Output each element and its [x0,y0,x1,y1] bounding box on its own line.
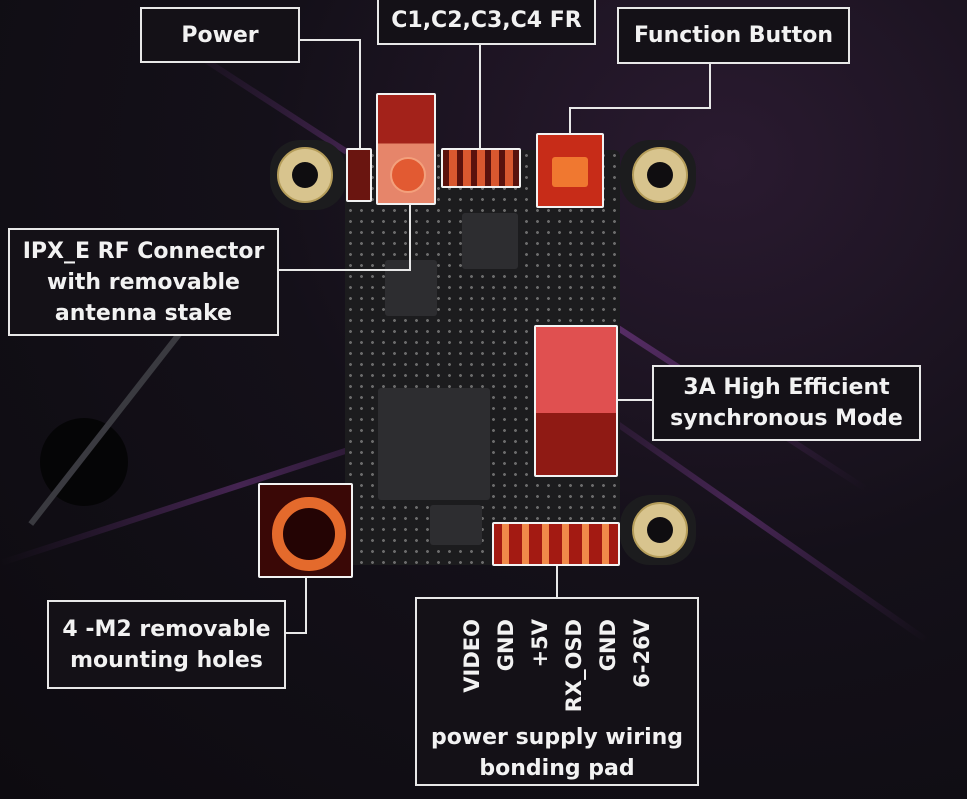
power-led-highlight [346,148,372,202]
pin-label: GND [596,619,620,672]
rf-connector-label: IPX_E RF Connector with removable antenn… [8,228,279,336]
wiring-pads-highlight [492,522,620,566]
pin-label: 6-26V [630,619,654,688]
wiring-pads-label: VIDEO GND +5V RX_OSD GND 6-26V power sup… [415,597,699,786]
mounting-label-line: mounting holes [70,647,263,673]
ipx-connector-icon [390,157,426,193]
pin-label: GND [494,619,518,672]
leader-line [305,578,307,634]
leader-line [278,269,411,271]
chip [430,505,482,545]
mounting-hole-highlight [258,483,353,578]
channel-leds-highlight [441,148,521,188]
leader-line [359,39,361,148]
leader-line [569,107,711,109]
rf-connector-highlight [376,93,436,205]
button-icon[interactable] [552,157,588,187]
pin-list: VIDEO GND +5V RX_OSD GND 6-26V [460,599,654,722]
main-chip [378,388,490,500]
pin-label: VIDEO [460,619,484,693]
regulator-label-line: 3A High Efficient [683,375,890,400]
power-label: Power [140,7,300,63]
pin-label: RX_OSD [562,619,586,713]
leader-line [556,566,558,597]
rf-connector-label-line: with removable [47,269,240,295]
mounting-hole [632,147,688,203]
regulator-label-line: synchronous Mode [670,406,903,431]
function-button-highlight [536,133,604,208]
leader-line [300,39,361,41]
function-button-label: Function Button [617,7,850,64]
mounting-hole [277,147,333,203]
leader-line [569,107,571,133]
mounting-holes-label: 4 -M2 removable mounting holes [47,600,286,689]
leader-line [479,45,481,148]
wiring-caption-line: power supply wiring [430,725,684,750]
regulator-label: 3A High Efficient synchronous Mode [652,365,921,441]
rf-connector-label-line: antenna stake [54,300,233,326]
leader-line [409,205,411,271]
power-label-text: Power [181,22,259,48]
channel-leds-label-text: C1,C2,C3,C4 FR [391,8,582,33]
mounting-hole-icon [272,497,346,571]
regulator-highlight [534,325,618,477]
leader-line [618,399,652,401]
pin-label: +5V [528,619,552,668]
leader-line [285,632,307,634]
mounting-label-line: 4 -M2 removable [62,616,271,642]
channel-leds-label: C1,C2,C3,C4 FR [377,0,596,45]
mounting-hole [632,502,688,558]
rf-chip [462,213,518,269]
leader-line [709,63,711,109]
rf-connector-label-line: IPX_E RF Connector [22,238,265,264]
function-button-label-text: Function Button [633,23,834,48]
wiring-caption-line: bonding pad [479,756,635,781]
